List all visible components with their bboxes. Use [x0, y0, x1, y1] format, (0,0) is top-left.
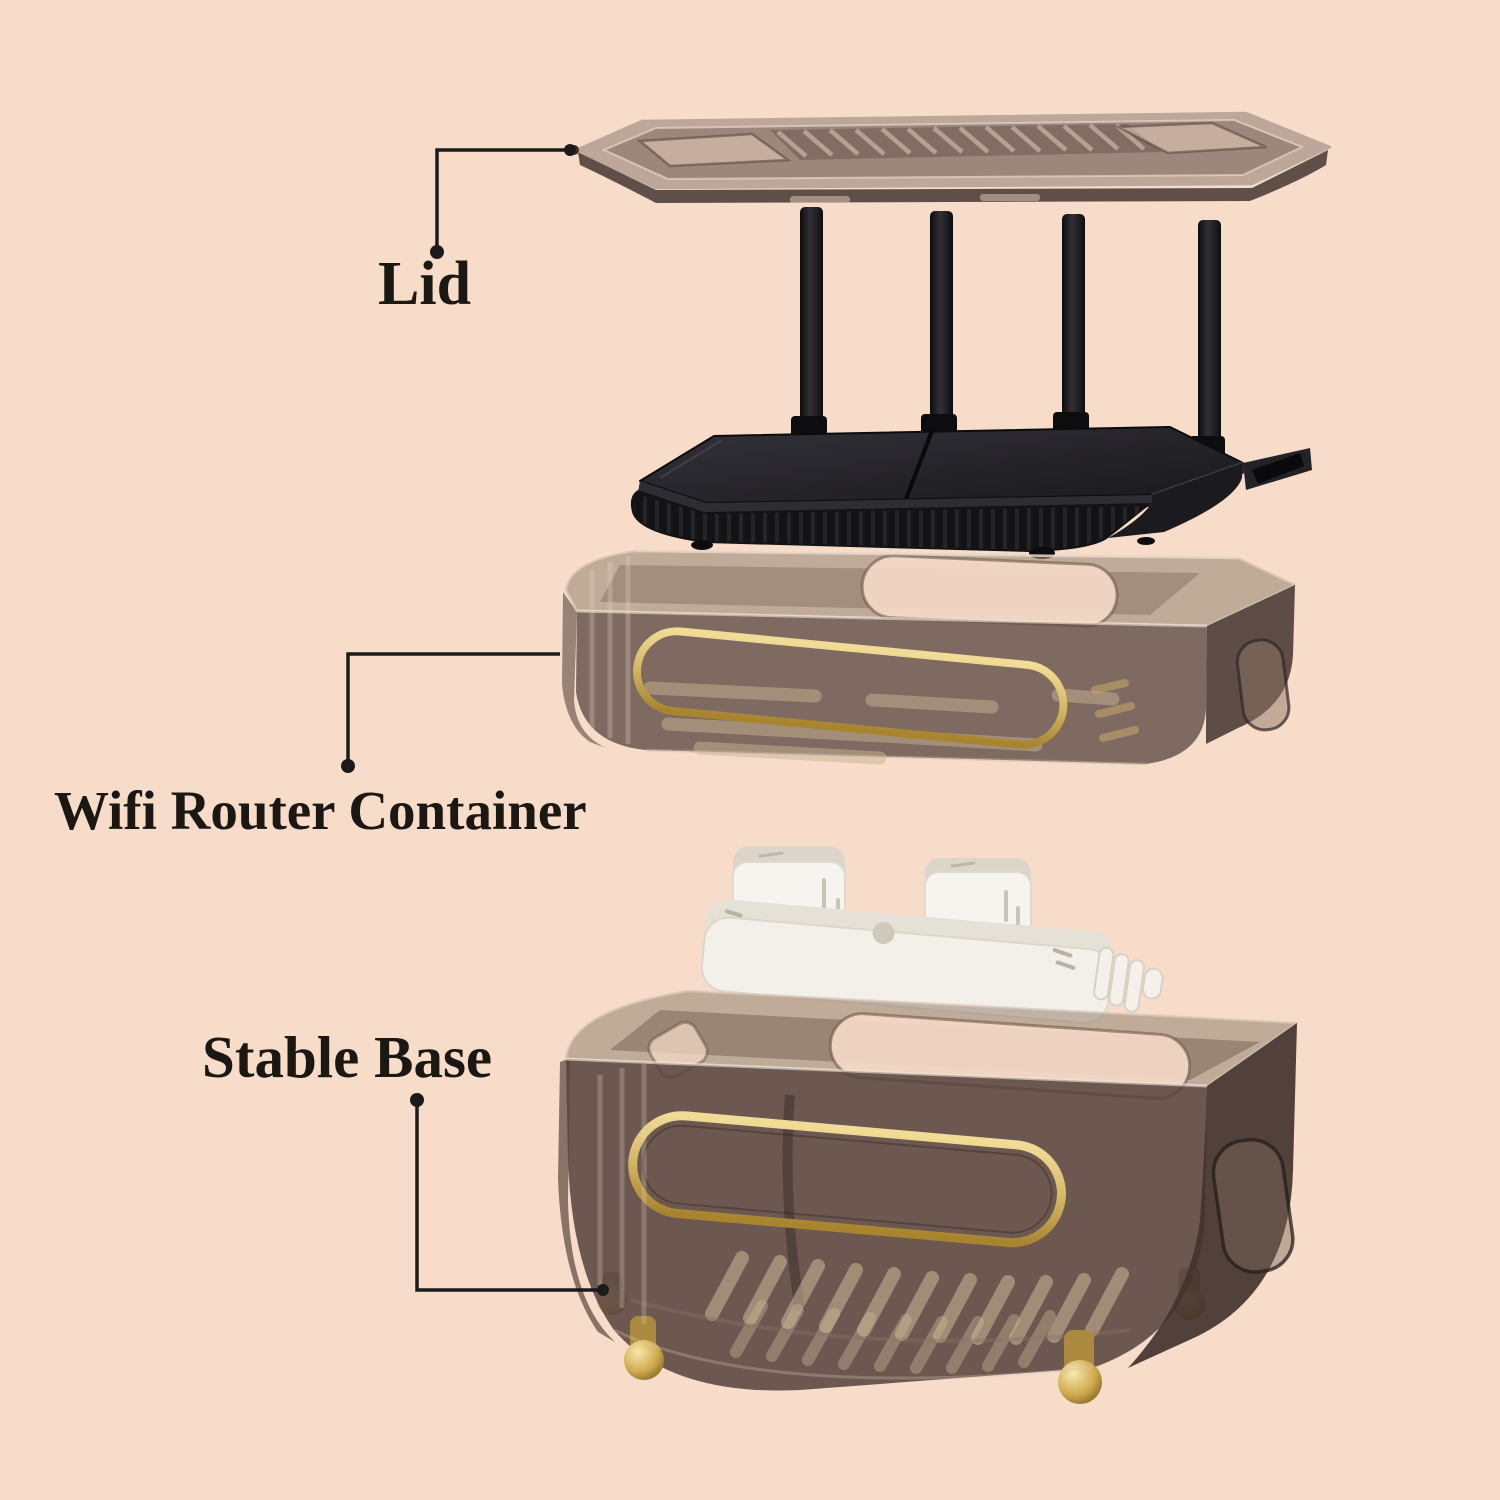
- lid-label: Lid: [378, 250, 472, 318]
- router-art: [630, 207, 1312, 559]
- lid-leader-line: [430, 144, 576, 259]
- power-cord-coil: [1093, 946, 1164, 1013]
- power-strip-art: [700, 846, 1164, 1024]
- stable-base-label: Stable Base: [202, 1024, 493, 1090]
- wifi-router-container-label: Wifi Router Container: [54, 780, 587, 841]
- lid-art: [569, 111, 1332, 203]
- base-art: [558, 989, 1299, 1404]
- base-leader-line: [410, 1093, 609, 1296]
- leader-lines: [341, 144, 609, 1296]
- container-art: [562, 549, 1297, 766]
- container-leader-line: [341, 652, 560, 773]
